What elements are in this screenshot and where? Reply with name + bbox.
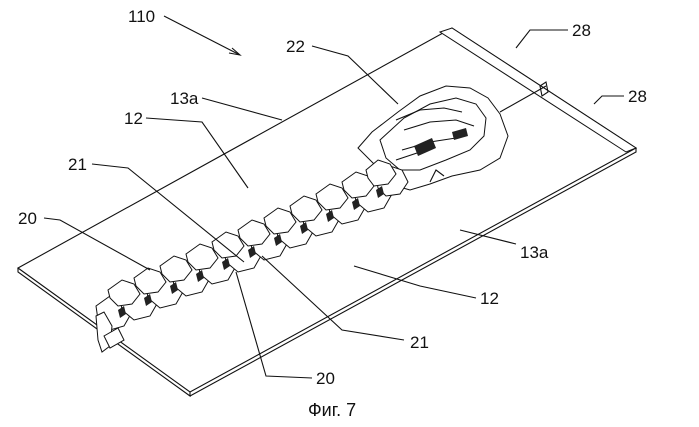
label-21-upper: 21 <box>68 155 87 174</box>
label-28-top: 28 <box>572 21 591 40</box>
label-13a-lower: 13a <box>520 243 549 262</box>
label-22: 22 <box>286 37 305 56</box>
label-110: 110 <box>128 7 155 26</box>
label-28-bottom: 28 <box>628 87 647 106</box>
label-12-lower: 12 <box>480 289 499 308</box>
figure-caption: Фиг. 7 <box>308 400 356 420</box>
label-20-upper: 20 <box>18 209 37 228</box>
label-21-lower: 21 <box>410 333 429 352</box>
label-13a-upper: 13a <box>170 89 199 108</box>
label-12-upper: 12 <box>124 109 143 128</box>
label-20-lower: 20 <box>316 369 335 388</box>
